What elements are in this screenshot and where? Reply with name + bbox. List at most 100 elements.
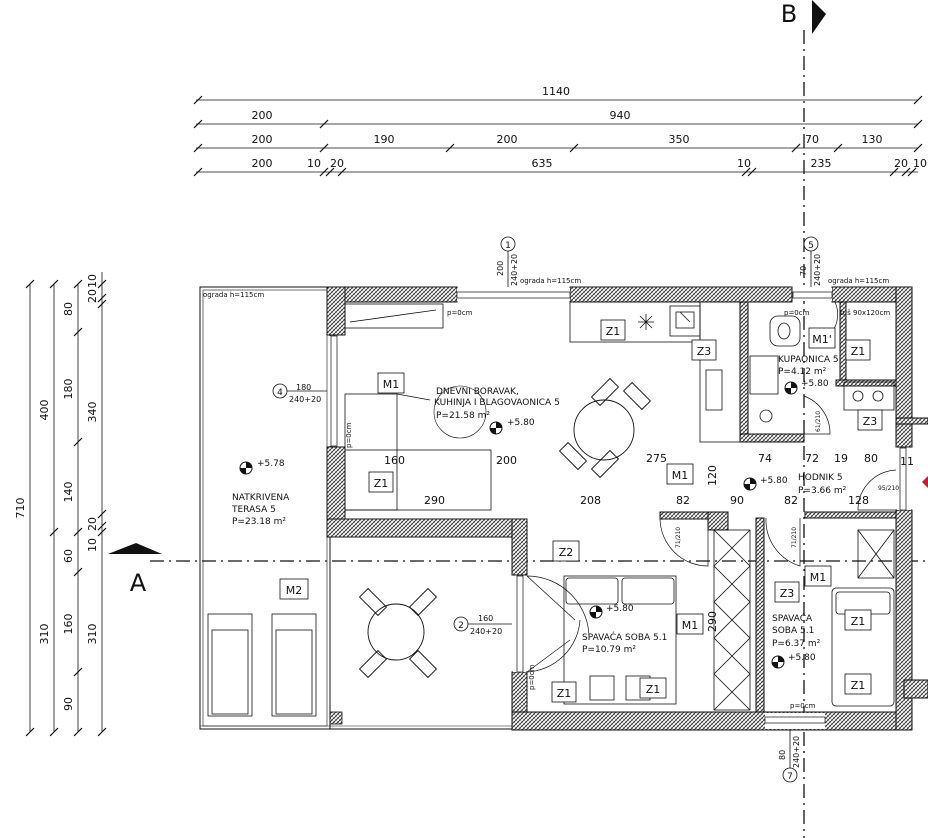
svg-text:200: 200 — [496, 454, 517, 467]
dim-left-col2: 400 — [38, 400, 51, 421]
svg-text:70: 70 — [799, 266, 808, 276]
dim-left-col3: 60 — [62, 549, 75, 563]
dim-left-col4: 20 — [86, 289, 99, 303]
svg-text:290: 290 — [424, 494, 445, 507]
tag-m1-small-room: M1 — [804, 565, 832, 587]
tag-z1-shower: Z1 — [845, 339, 871, 361]
note-floor-bedroom: p=0cm — [790, 702, 816, 710]
dim-left-col2: 310 — [38, 624, 51, 645]
svg-text:19: 19 — [834, 452, 848, 465]
dim-left-col4: 340 — [86, 402, 99, 423]
walls — [326, 286, 928, 731]
opening-marker-2: 2 160 240+20 — [453, 614, 512, 636]
svg-text:11: 11 — [900, 455, 914, 468]
dim-left-col4: 20 — [86, 517, 99, 531]
tag-z3-bath: Z3 — [691, 339, 717, 361]
svg-text:Z1: Z1 — [557, 687, 572, 700]
dim-top-row4: 200 — [252, 157, 273, 170]
svg-text:90: 90 — [730, 494, 744, 507]
svg-text:+5.78: +5.78 — [257, 459, 285, 469]
dim-top-row4: 20 — [894, 157, 908, 170]
svg-text:SPAVAĆA: SPAVAĆA — [772, 612, 813, 624]
svg-text:71/210: 71/210 — [675, 527, 682, 548]
door-labels: 71/210 71/210 61/210 95/210 — [675, 411, 899, 548]
svg-text:Z1: Z1 — [851, 679, 866, 692]
window-frames — [330, 291, 907, 724]
tag-m1-bed: M1 — [676, 613, 704, 635]
svg-text:180: 180 — [296, 383, 311, 392]
note-floor-door: p=0cm — [528, 664, 536, 690]
svg-text:Z1: Z1 — [646, 683, 661, 696]
dim-left-col4: 310 — [86, 624, 99, 645]
svg-text:120: 120 — [706, 465, 719, 486]
svg-text:M1: M1 — [383, 378, 400, 391]
svg-text:72: 72 — [805, 452, 819, 465]
dim-top-row3: 200 — [252, 133, 273, 146]
svg-text:M2: M2 — [286, 584, 303, 597]
svg-text:P=21.58 m²: P=21.58 m² — [436, 411, 490, 421]
note-shower: tuš 90x120cm — [840, 309, 890, 317]
svg-text:P=10.79 m²: P=10.79 m² — [582, 645, 636, 655]
svg-text:+5.80: +5.80 — [507, 418, 535, 428]
svg-text:74: 74 — [758, 452, 772, 465]
tag-z1-living: Z1 — [368, 471, 394, 493]
svg-text:71/210: 71/210 — [791, 527, 798, 548]
dim-left-col3: 90 — [62, 697, 75, 711]
note-railing-terrace: ograda h=115cm — [203, 291, 264, 299]
double-bed — [563, 575, 677, 705]
svg-text:Z1: Z1 — [606, 325, 621, 338]
svg-text:+5.80: +5.80 — [801, 379, 829, 389]
note-floor-window: p=0cm — [345, 422, 353, 448]
opening-marker-7: 7 80 240+20 — [778, 730, 801, 783]
dim-top-1140: 1140 — [542, 85, 570, 98]
svg-text:+5.80: +5.80 — [606, 604, 634, 614]
svg-text:DNEVNI BORAVAK,: DNEVNI BORAVAK, — [436, 387, 519, 397]
dim-top-row4: 10 — [913, 157, 927, 170]
bathroom-fixtures — [749, 315, 895, 423]
dim-left-col3: 80 — [62, 302, 75, 316]
door-swings — [526, 301, 897, 673]
svg-text:P=6.37 m²: P=6.37 m² — [772, 639, 821, 649]
svg-text:+5.80: +5.80 — [788, 653, 816, 663]
svg-text:7: 7 — [787, 772, 793, 782]
svg-text:275: 275 — [646, 452, 667, 465]
tag-z1-kitchen: Z1 — [600, 319, 626, 341]
tag-m1-prime-bath: M1' — [808, 327, 836, 349]
tag-m1-living: M1 — [377, 372, 405, 394]
svg-text:1: 1 — [505, 241, 511, 251]
svg-text:4: 4 — [277, 388, 283, 398]
annotation-notes: ograda h=115cm ograda h=115cm ograda h=1… — [203, 277, 890, 710]
svg-text:Z1: Z1 — [851, 615, 866, 628]
element-tags: Z1 Z1 Z1 Z1 Z1 Z1 Z1 Z2 — [279, 319, 883, 703]
svg-text:M1: M1 — [682, 619, 699, 632]
direction-marker — [922, 476, 928, 488]
svg-text:Z3: Z3 — [697, 345, 712, 358]
svg-text:P=4.12 m²: P=4.12 m² — [778, 367, 827, 377]
kitchen-counter — [569, 301, 741, 443]
section-mark-a: A — [108, 543, 162, 597]
opening-marker-5: 5 70 240+20 — [799, 236, 822, 287]
tag-z1-small-room-b: Z1 — [844, 673, 872, 695]
svg-text:Z1: Z1 — [851, 345, 866, 358]
svg-text:M1': M1' — [812, 333, 832, 346]
opening-marker-4: 4 180 240+20 — [272, 383, 327, 404]
tag-z1-small-room-a: Z1 — [844, 609, 872, 631]
dim-top-row4: 10 — [737, 157, 751, 170]
top-dimension-values: 1140 200 940 200 190 200 350 70 130 200 … — [252, 85, 928, 170]
interior-dimensions: 160 200 275 290 208 82 74 72 19 80 90 82… — [384, 452, 914, 632]
svg-text:61/210: 61/210 — [815, 411, 822, 432]
opening-markers: 1 200 240+20 5 70 240+20 4 180 240+20 2 … — [272, 236, 822, 783]
room-terrace: NATKRIVENA TERASA 5 P=23.18 m² +5.78 — [231, 459, 290, 527]
top-dimension-chains — [193, 95, 923, 177]
tag-z2: Z2 — [552, 540, 580, 562]
svg-text:95/210: 95/210 — [878, 485, 899, 492]
room-bedroom-2: SPAVAĆA SOBA 5.1 P=6.37 m² +5.80 — [771, 612, 821, 669]
dim-left-col3: 140 — [62, 482, 75, 503]
svg-text:80: 80 — [778, 750, 787, 760]
dim-left-col4: 10 — [86, 274, 99, 288]
dim-left-col3: 180 — [62, 379, 75, 400]
svg-text:+5.80: +5.80 — [760, 476, 788, 486]
dim-top-row3: 200 — [497, 133, 518, 146]
svg-text:80: 80 — [864, 452, 878, 465]
